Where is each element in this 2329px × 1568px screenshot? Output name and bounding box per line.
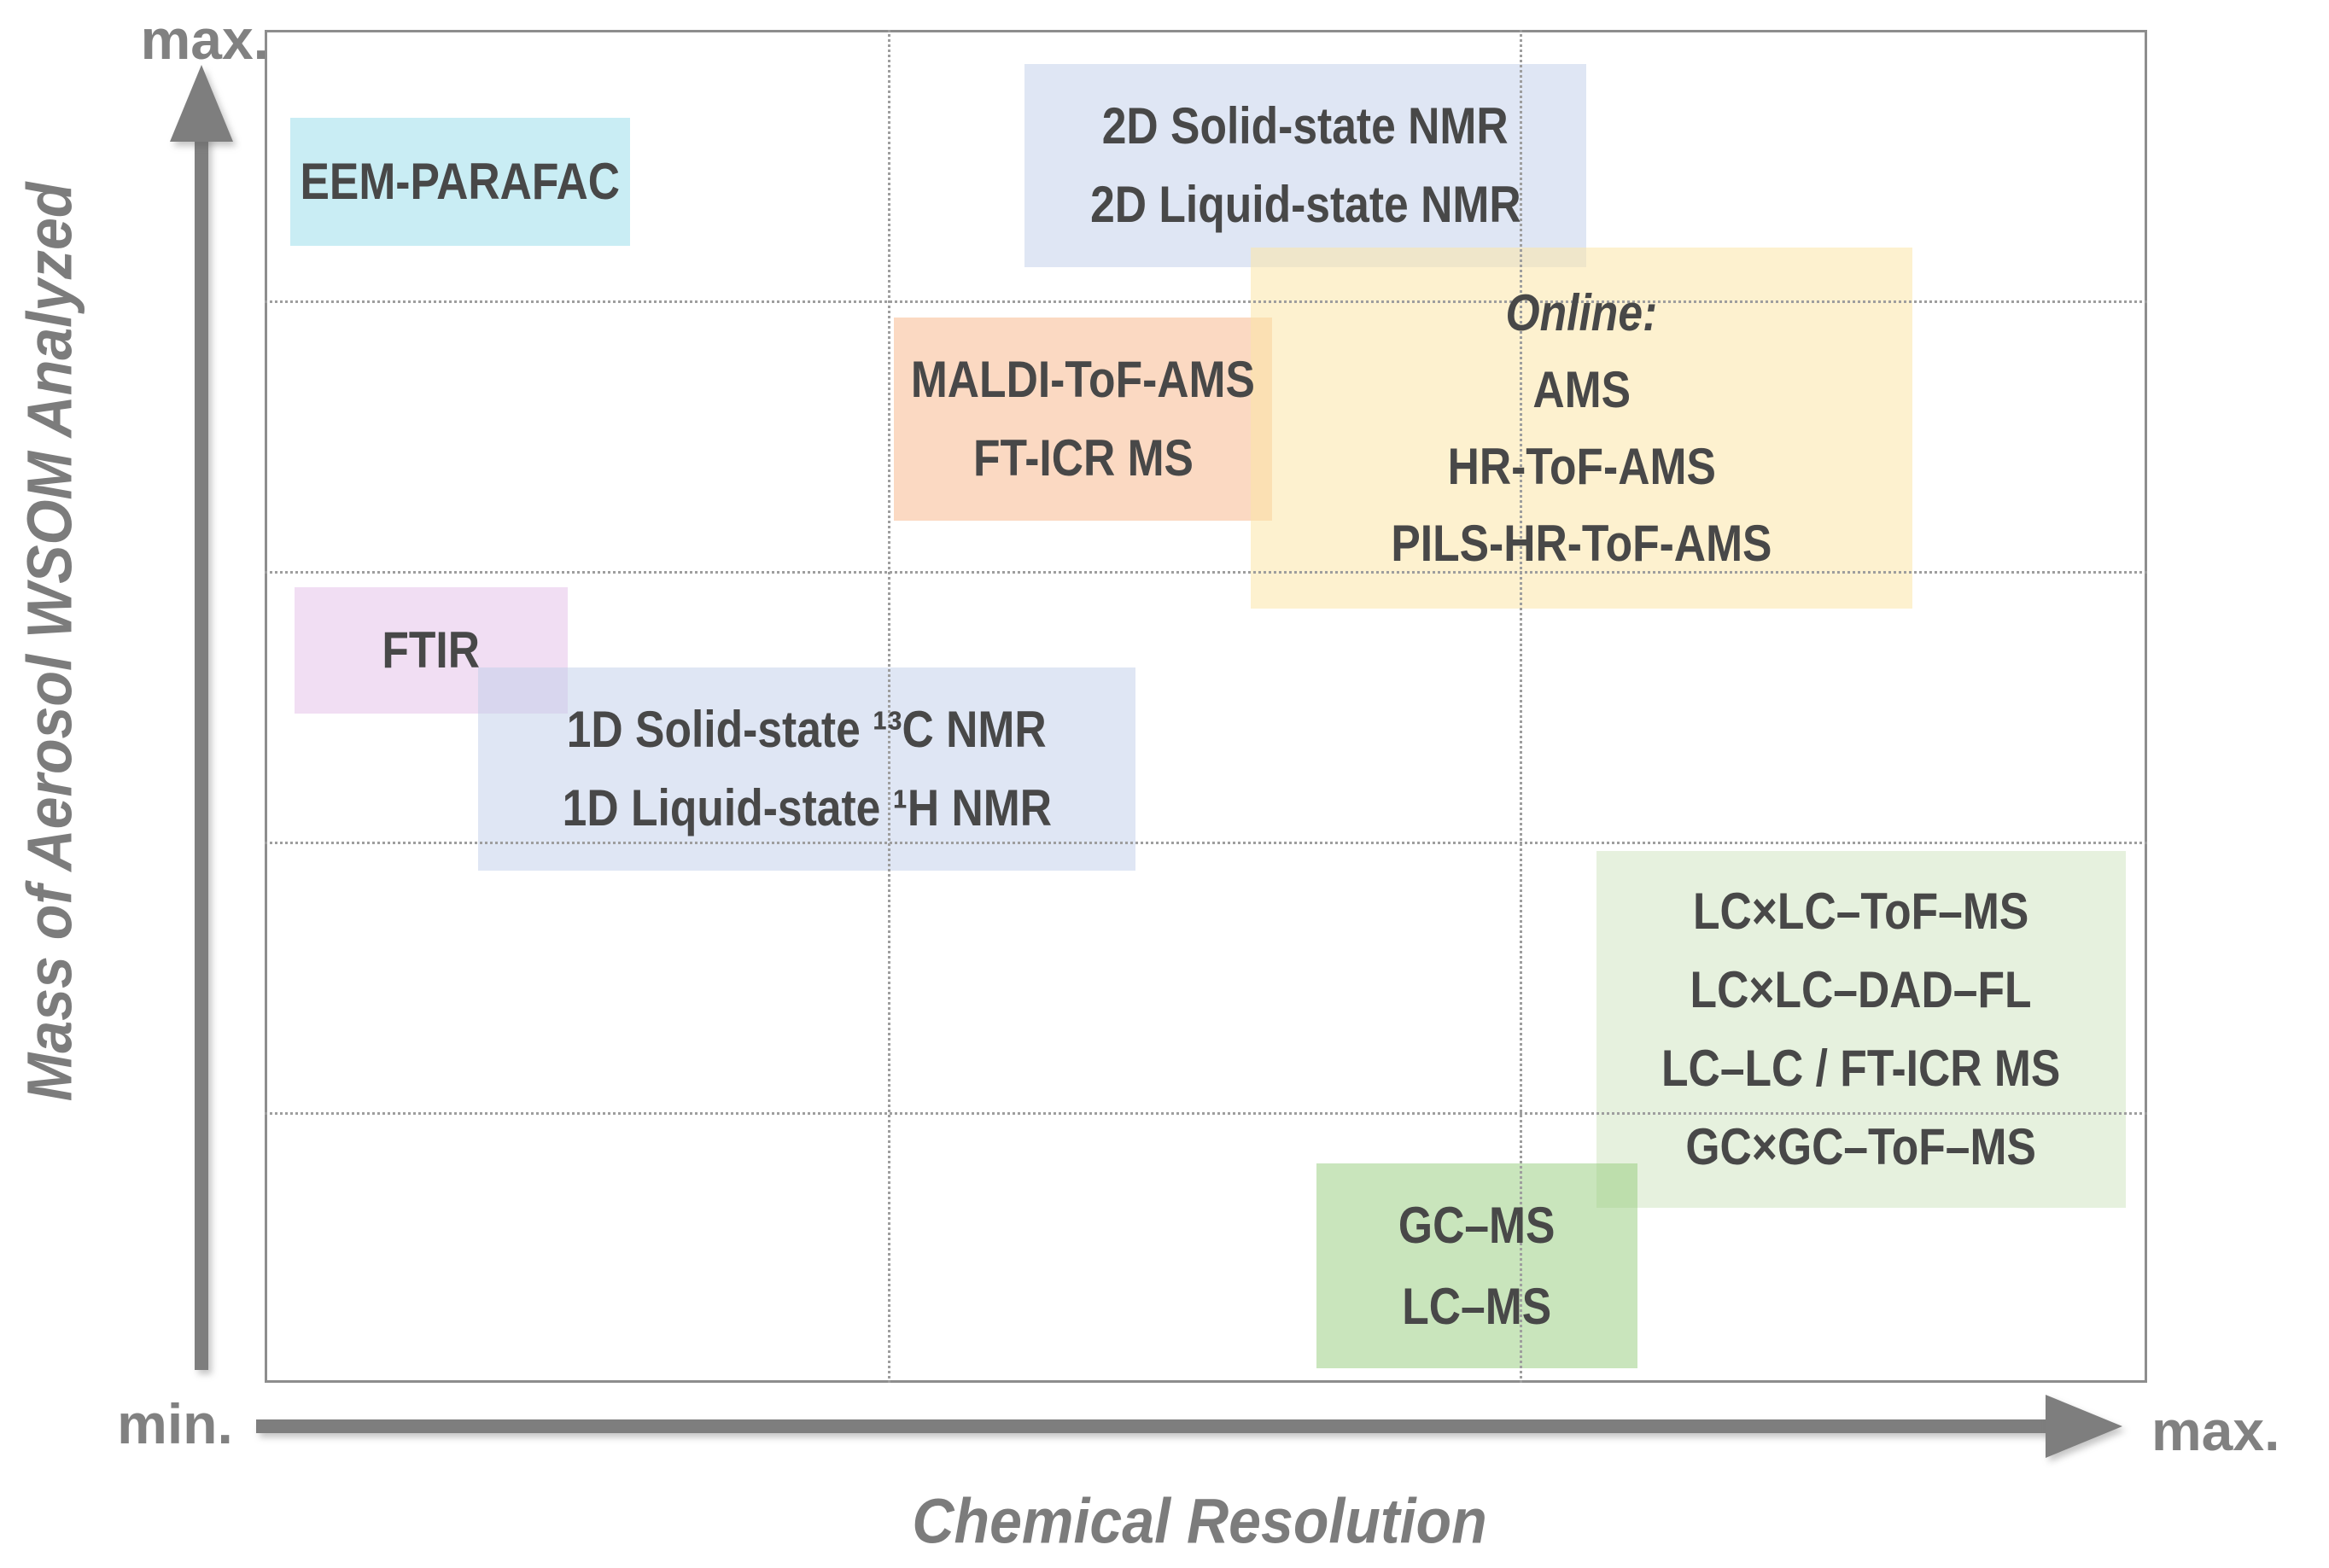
- technique-label: MALDI-ToF-AMS: [910, 351, 1256, 408]
- vertical-gridline-1: [888, 30, 890, 1383]
- technique-label: LC–MS: [1402, 1278, 1552, 1335]
- technique-label: FT-ICR MS: [972, 429, 1194, 487]
- technique-label: 2D Liquid-state NMR: [1089, 176, 1521, 233]
- technique-label: LC×LC–DAD–FL: [1690, 961, 2032, 1018]
- technique-label: FTIR: [382, 621, 481, 679]
- plot-frame: [265, 30, 2147, 1383]
- horizontal-gridline-4: [265, 1112, 2147, 1115]
- technique-label: 1D Solid-state ¹³C NMR: [567, 701, 1047, 758]
- technique-box-eem-parafac: EEM-PARAFAC: [290, 118, 630, 246]
- technique-label: 2D Solid-state NMR: [1102, 97, 1509, 154]
- technique-label: HR-ToF-AMS: [1447, 437, 1716, 495]
- x-axis-title: Chemical Resolution: [912, 1485, 1487, 1557]
- vertical-gridline-2: [1520, 30, 1522, 1383]
- y-axis-arrow-shaft: [195, 128, 208, 1370]
- technique-label: LC–LC / FT-ICR MS: [1661, 1040, 2061, 1097]
- technique-label: LC×LC–ToF–MS: [1693, 883, 2029, 940]
- technique-box-ftir: FTIR: [295, 587, 568, 714]
- technique-label: GC–MS: [1398, 1197, 1556, 1254]
- technique-label: EEM-PARAFAC: [300, 153, 621, 210]
- x-axis-arrowhead-icon: [2046, 1395, 2122, 1458]
- origin-min-label: min.: [117, 1392, 233, 1455]
- technique-box-online-ams: Online: AMS HR-ToF-AMS PILS-HR-ToF-AMS: [1251, 248, 1912, 609]
- technique-box-1d-nmr: 1D Solid-state ¹³C NMR 1D Liquid-state ¹…: [478, 667, 1135, 871]
- technique-box-2d-nmr: 2D Solid-state NMR 2D Liquid-state NMR: [1024, 64, 1586, 267]
- technique-label: AMS: [1532, 360, 1631, 418]
- technique-box-multidim-chromatography: LC×LC–ToF–MS LC×LC–DAD–FL LC–LC / FT-ICR…: [1596, 851, 2126, 1208]
- x-axis-max-label: max.: [2151, 1399, 2280, 1462]
- y-axis-max-label: max.: [140, 8, 269, 71]
- y-axis-arrowhead-icon: [170, 65, 233, 142]
- technique-box-gc-lc-ms: GC–MS LC–MS: [1316, 1163, 1637, 1368]
- horizontal-gridline-2: [265, 571, 2147, 574]
- technique-label: GC×GC–ToF–MS: [1685, 1118, 2037, 1175]
- technique-box-maldi-fticr: MALDI-ToF-AMS FT-ICR MS: [894, 318, 1272, 521]
- x-axis-arrow-shaft: [256, 1419, 2049, 1433]
- technique-label: 1D Liquid-state ¹H NMR: [562, 779, 1052, 836]
- horizontal-gridline-3: [265, 842, 2147, 844]
- technique-label: PILS-HR-ToF-AMS: [1391, 514, 1772, 572]
- y-axis-title: Mass of Aerosol WSOM Analyzed: [14, 182, 85, 1102]
- horizontal-gridline-1: [265, 300, 2147, 303]
- online-heading: Online:: [1505, 283, 1658, 341]
